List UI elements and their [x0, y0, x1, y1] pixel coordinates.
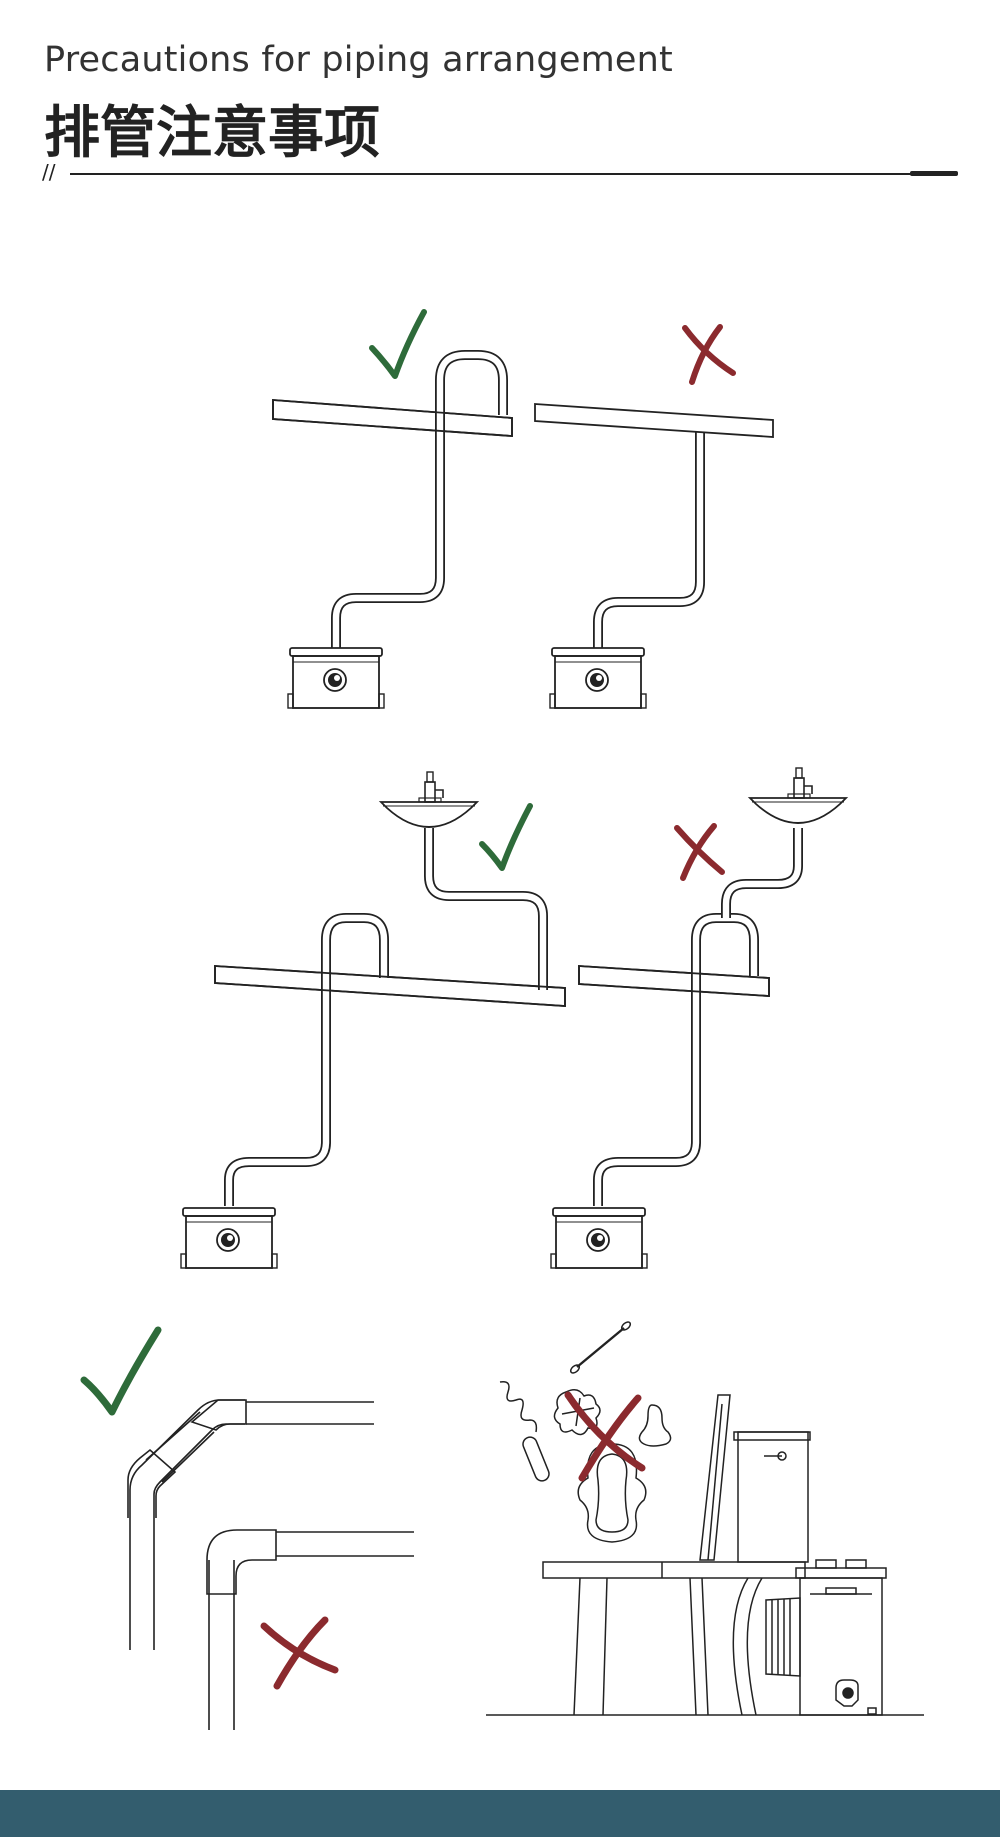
figure-foreign-objects-wrong — [486, 1321, 924, 1716]
section-marker: // — [42, 160, 56, 184]
cross-icon — [564, 1391, 646, 1482]
header-divider — [70, 173, 957, 175]
header-divider-accent — [910, 171, 958, 176]
figure-sink-loop-correct — [180, 771, 566, 1269]
check-icon — [369, 309, 427, 379]
cross-icon — [674, 823, 725, 881]
page-title-en: Precautions for piping arrangement — [44, 40, 673, 80]
check-icon — [80, 1326, 162, 1416]
figure-straight-pipe-wrong — [534, 324, 774, 709]
figure-elbow-90-wrong — [206, 1529, 414, 1730]
figure-sink-loop-wrong — [550, 767, 847, 1269]
cross-icon — [682, 324, 736, 385]
cross-icon — [260, 1616, 339, 1690]
illustrations — [80, 309, 924, 1730]
footer-bar — [0, 1790, 1000, 1837]
figure-elbow-45-correct — [80, 1326, 374, 1650]
check-icon — [479, 803, 533, 871]
page-title-zh: 排管注意事项 — [44, 101, 380, 166]
figure-vertical-loop-correct — [272, 309, 513, 709]
